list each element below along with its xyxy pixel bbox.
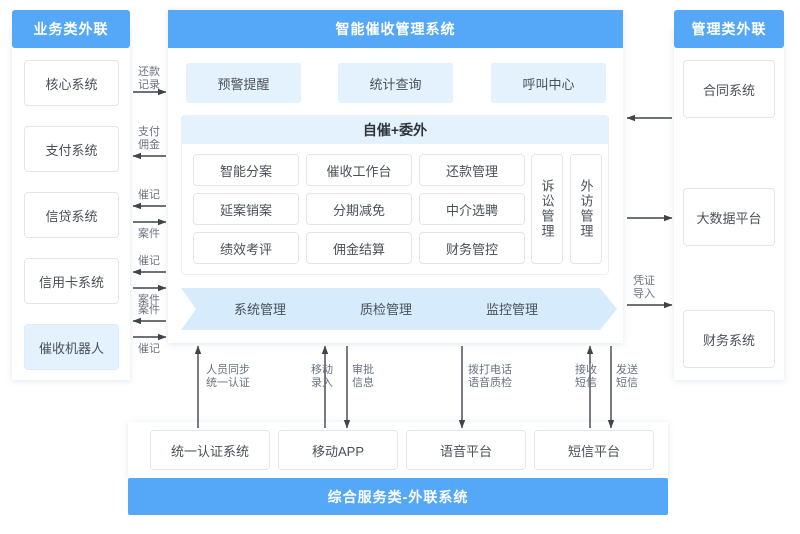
left-item-4[interactable]: 催收机器人 <box>24 324 119 370</box>
bottom-arrow-label-2: 审批 信息 <box>352 364 374 389</box>
bottom-arrow-label-0: 人员同步 统一认证 <box>206 364 250 389</box>
left-arrow-label-1: 支付 佣金 <box>138 126 160 151</box>
center-side-module-1-label: 外访管理 <box>578 179 594 239</box>
center-grid-0-0[interactable]: 智能分案 <box>193 154 299 186</box>
center-grid-2-2[interactable]: 财务管控 <box>419 232 525 264</box>
center-top-module-1[interactable]: 统计查询 <box>338 63 453 103</box>
banner-module-0[interactable]: 系统管理 <box>233 302 286 317</box>
left-arrow-label-3: 案件 <box>138 228 160 240</box>
left-arrow-label-0: 还款 记录 <box>138 66 160 91</box>
self-outsource-title: 自催+委外 <box>182 116 608 144</box>
bottom-item-0[interactable]: 统一认证系统 <box>150 430 270 470</box>
right-item-2[interactable]: 财务系统 <box>683 310 775 368</box>
center-grid-1-1[interactable]: 分期减免 <box>306 193 412 225</box>
right-item-0[interactable]: 合同系统 <box>683 60 775 118</box>
left-arrow-label-5: 案件 <box>138 294 160 306</box>
left-arrow-label-2: 催记 <box>138 189 160 201</box>
center-grid-1-0[interactable]: 延案销案 <box>193 193 299 225</box>
center-panel-header: 智能催收管理系统 <box>168 10 623 48</box>
center-grid-1-2[interactable]: 中介选聘 <box>419 193 525 225</box>
bottom-item-2[interactable]: 语音平台 <box>406 430 526 470</box>
right-arrow-label-2: 凭证 导入 <box>633 275 655 300</box>
center-grid-2-0[interactable]: 绩效考评 <box>193 232 299 264</box>
right-panel-header: 管理类外联 <box>674 10 784 48</box>
left-item-0[interactable]: 核心系统 <box>24 60 119 106</box>
center-top-module-0[interactable]: 预警提醒 <box>186 63 301 103</box>
bottom-item-1[interactable]: 移动APP <box>278 430 398 470</box>
left-arrow-label-4: 催记 <box>138 255 160 267</box>
bottom-arrow-label-3: 拨打电话 语音质检 <box>468 364 512 389</box>
left-item-2[interactable]: 信贷系统 <box>24 192 119 238</box>
left-arrow-label-7: 催记 <box>138 343 160 355</box>
banner-module-2[interactable]: 监控管理 <box>485 302 538 317</box>
center-side-module-1[interactable]: 外访管理 <box>570 154 602 264</box>
center-grid-0-2[interactable]: 还款管理 <box>419 154 525 186</box>
bottom-arrow-label-1: 移动 录入 <box>311 364 333 389</box>
left-item-1[interactable]: 支付系统 <box>24 126 119 172</box>
right-item-1[interactable]: 大数据平台 <box>683 188 775 246</box>
center-grid-0-1[interactable]: 催收工作台 <box>306 154 412 186</box>
bottom-panel-footer: 综合服务类-外联系统 <box>128 478 668 515</box>
center-side-module-0[interactable]: 诉讼管理 <box>531 154 563 264</box>
left-arrow-label-6: 案件 <box>138 304 160 316</box>
bottom-item-3[interactable]: 短信平台 <box>534 430 654 470</box>
left-panel-header: 业务类外联 <box>12 10 130 48</box>
bottom-arrow-label-5: 发送 短信 <box>616 364 638 389</box>
center-side-module-0-label: 诉讼管理 <box>539 179 555 239</box>
left-item-3[interactable]: 信用卡系统 <box>24 258 119 304</box>
bottom-arrow-label-4: 接收 短信 <box>575 364 597 389</box>
center-grid-2-1[interactable]: 佣金结算 <box>306 232 412 264</box>
banner-module-1[interactable]: 质检管理 <box>359 302 412 317</box>
center-top-module-2[interactable]: 呼叫中心 <box>491 63 606 103</box>
